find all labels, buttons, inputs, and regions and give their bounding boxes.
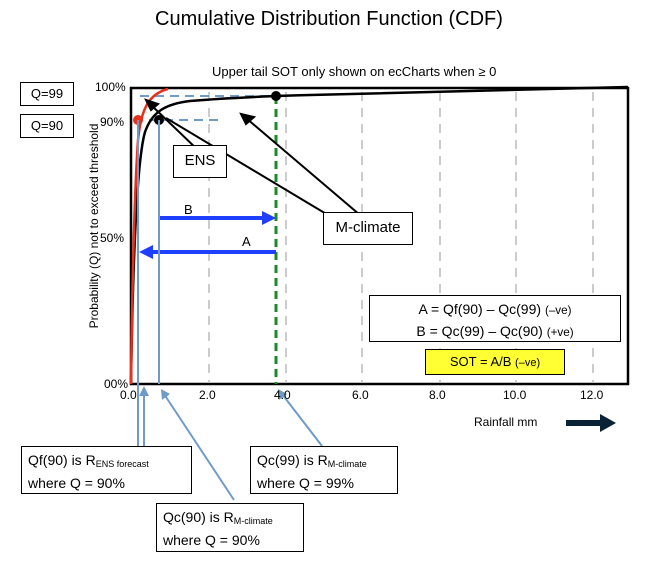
x-tick-12: 12.0 bbox=[580, 388, 604, 402]
qf90-leader-head bbox=[139, 386, 149, 396]
plot-frame bbox=[129, 86, 630, 386]
arrow-b-head bbox=[262, 211, 276, 225]
mclimate-q99-point bbox=[271, 91, 281, 101]
qf90-note: Qf(90) is RENS forecast where Q = 90% bbox=[21, 446, 192, 494]
sot-sign: (–ve) bbox=[515, 357, 541, 369]
x-tick-8: 8.0 bbox=[429, 388, 446, 402]
diagram-subtitle: Upper tail SOT only shown on ecCharts wh… bbox=[212, 64, 497, 79]
ens-pointer-line bbox=[149, 103, 201, 153]
x-tick-0: 0.0 bbox=[120, 388, 137, 402]
qc90-note: Qc(90) is RM-climate where Q = 90% bbox=[156, 503, 304, 552]
qc90-leader-head bbox=[161, 389, 170, 400]
sot-box: SOT = A/B (–ve) bbox=[425, 349, 565, 375]
mclimate-pointer-head bbox=[239, 112, 257, 126]
mclimate-pointer-line bbox=[245, 117, 361, 216]
diagram-title: Cumulative Distribution Function (CDF) bbox=[155, 8, 503, 30]
mclimate-curve bbox=[129, 85, 629, 385]
x-tick-10: 10.0 bbox=[503, 388, 527, 402]
x-tick-4: 4.0 bbox=[274, 388, 291, 402]
mclimate-callout: M-climate bbox=[323, 212, 413, 245]
y-tick-100: 100% bbox=[95, 80, 126, 94]
formula-box: A = Qf(90) – Qc(99) (–ve) B = Qc(99) – Q… bbox=[369, 295, 621, 342]
x-axis-label: Rainfall mm bbox=[474, 415, 538, 429]
q99-box: Q=99 bbox=[20, 82, 74, 106]
sot-formula: SOT = A/B bbox=[449, 354, 512, 369]
ens-pointer-line-2 bbox=[165, 117, 329, 216]
y-axis-label: Probability (Q) not to exceed threshold bbox=[87, 123, 101, 329]
ens-curve bbox=[129, 87, 169, 385]
x-tick-2: 2.0 bbox=[199, 388, 216, 402]
qc99-leader bbox=[281, 393, 323, 447]
qc90-leader bbox=[163, 393, 235, 501]
q90-box: Q=90 bbox=[20, 114, 74, 138]
arrow-a-head bbox=[139, 245, 153, 259]
rainfall-arrow-icon bbox=[566, 414, 616, 432]
ens-callout: ENS bbox=[173, 145, 227, 178]
ens-pointer-head bbox=[144, 98, 160, 112]
y-tick-0: 00% bbox=[104, 377, 129, 391]
x-tick-6: 6.0 bbox=[352, 388, 369, 402]
y-tick-50: 50% bbox=[100, 231, 125, 245]
y-tick-90: 90% bbox=[100, 115, 125, 129]
arrow-a-label: A bbox=[242, 234, 251, 249]
arrow-b-label: B bbox=[184, 202, 193, 217]
qc99-note: Qc(99) is RM-climate where Q = 99% bbox=[250, 446, 398, 494]
formula-a: A = Qf(90) – Qc(99) (–ve) bbox=[418, 301, 572, 317]
formula-b: B = Qc(99) – Qc(90) (+ve) bbox=[416, 323, 574, 339]
qc99-leader-head bbox=[278, 389, 287, 400]
